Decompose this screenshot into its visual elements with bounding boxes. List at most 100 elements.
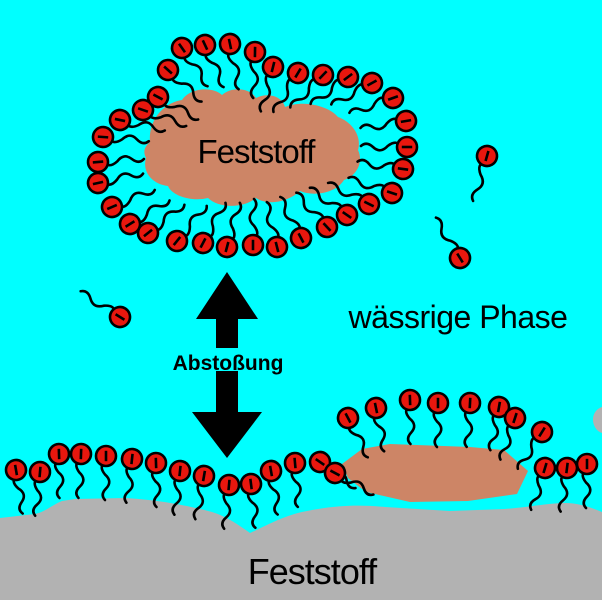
surfactant-tail xyxy=(359,117,402,131)
surfactant-tail xyxy=(170,72,203,103)
minus-charge-icon xyxy=(341,210,353,220)
surfactant-tail xyxy=(248,197,259,241)
minus-charge-icon xyxy=(163,65,173,75)
surfactant-molecule xyxy=(243,40,267,100)
minus-charge-icon xyxy=(373,402,379,414)
surfactant-molecule xyxy=(47,442,71,500)
surfactant-molecule xyxy=(144,451,168,509)
surfactant-molecule xyxy=(323,461,375,497)
minus-charge-icon xyxy=(114,313,126,321)
minus-charge-icon xyxy=(512,412,518,424)
minus-charge-icon xyxy=(152,93,164,101)
surfactant-molecule xyxy=(356,157,415,181)
minus-charge-icon xyxy=(294,67,302,79)
minus-charge-icon xyxy=(318,70,328,80)
minus-charge-icon xyxy=(314,457,326,467)
minus-charge-icon xyxy=(386,190,398,196)
surfactant-molecule xyxy=(69,442,93,500)
minus-charge-icon xyxy=(172,236,182,246)
surfactant-tail xyxy=(308,186,344,213)
surfactant-tail xyxy=(102,155,146,167)
surfactant-molecule xyxy=(193,33,225,89)
surfactant-tail xyxy=(404,404,416,446)
surfactant-tail xyxy=(150,467,162,509)
surfactant-molecule xyxy=(359,109,418,133)
surfactant-tail xyxy=(271,76,297,114)
surfactant-molecule xyxy=(118,199,171,236)
surfactant-molecule xyxy=(516,420,554,471)
minus-charge-icon xyxy=(344,412,352,424)
minus-charge-icon xyxy=(97,135,109,139)
surfactant-molecule xyxy=(458,391,482,449)
surfactant-molecule xyxy=(241,197,265,257)
surfactant-molecule xyxy=(94,444,118,502)
minus-charge-icon xyxy=(329,469,341,477)
minus-charge-icon xyxy=(92,180,104,186)
surfactant-molecule xyxy=(555,456,579,513)
micelle-molecules xyxy=(86,32,419,259)
surfactant-tail xyxy=(53,458,65,500)
surfactant-molecule xyxy=(283,451,307,509)
surfactant-tail xyxy=(309,78,345,106)
bottom-solid-surface xyxy=(0,498,602,600)
bottom-solid-label: Feststoff xyxy=(248,551,378,592)
minus-charge-icon xyxy=(297,232,305,244)
surfactant-tail xyxy=(557,472,569,513)
surfactant-tail xyxy=(528,472,545,512)
minus-charge-icon xyxy=(224,241,230,253)
surfactant-molecule xyxy=(136,203,186,245)
surfactant-tail xyxy=(516,435,541,471)
top-particle-label: Feststoff xyxy=(198,133,317,170)
surfactant-molecule xyxy=(575,452,599,510)
aqueous-phase-label: wässrige Phase xyxy=(348,299,568,335)
minus-charge-icon xyxy=(343,72,353,82)
surfactant-molecule xyxy=(108,108,167,134)
surfactant-molecule xyxy=(217,473,241,531)
surfactant-molecule xyxy=(329,71,384,106)
minus-charge-icon xyxy=(199,237,207,249)
minus-charge-icon xyxy=(397,166,409,172)
minus-charge-icon xyxy=(496,401,502,413)
surface-molecules xyxy=(4,442,307,531)
surfactant-tail xyxy=(348,96,389,115)
surfactant-tail xyxy=(470,160,487,203)
surfactant-molecule xyxy=(470,144,499,203)
minus-charge-icon xyxy=(542,462,548,474)
surfactant-tail xyxy=(267,475,281,516)
surfactant-tail xyxy=(434,216,460,255)
minus-charge-icon xyxy=(106,203,118,211)
surfactant-tail xyxy=(289,77,321,109)
surfactant-tail xyxy=(32,476,43,518)
surfactant-molecule xyxy=(170,36,209,88)
surfactant-tail xyxy=(226,48,241,91)
surfactant-tail xyxy=(75,458,85,500)
surfactant-tail xyxy=(116,188,157,209)
minus-charge-icon xyxy=(38,466,42,478)
surfactant-tail xyxy=(338,474,375,497)
minus-charge-icon xyxy=(538,426,546,438)
surfactant-molecule xyxy=(28,460,52,518)
surfactant-tail xyxy=(179,204,209,238)
minus-charge-icon xyxy=(143,228,153,238)
surfactant-tail xyxy=(463,407,474,449)
minus-charge-icon xyxy=(268,465,274,477)
minus-charge-icon xyxy=(178,465,182,477)
minus-charge-icon xyxy=(468,397,472,409)
surfactant-tail xyxy=(204,49,225,89)
repulsion-label: Abstoßung xyxy=(173,352,284,375)
surfactant-molecule xyxy=(336,406,370,459)
surfactant-tail xyxy=(498,422,515,461)
surfactant-molecule xyxy=(326,181,381,216)
adsorbed-solid-particle xyxy=(342,444,528,502)
surfactant-molecule xyxy=(86,171,145,195)
surfactant-tail xyxy=(182,51,209,88)
surfactant-molecule xyxy=(4,458,28,515)
surfactant-tail xyxy=(151,203,186,232)
surfactant-molecule xyxy=(308,186,359,227)
repulsion-arrow xyxy=(192,272,262,458)
surfactant-molecule xyxy=(192,464,216,521)
surfactant-molecule xyxy=(278,195,313,250)
surfactant-tail xyxy=(347,175,388,193)
surfactant-molecule xyxy=(258,55,285,113)
surfactant-molecule xyxy=(289,63,335,109)
